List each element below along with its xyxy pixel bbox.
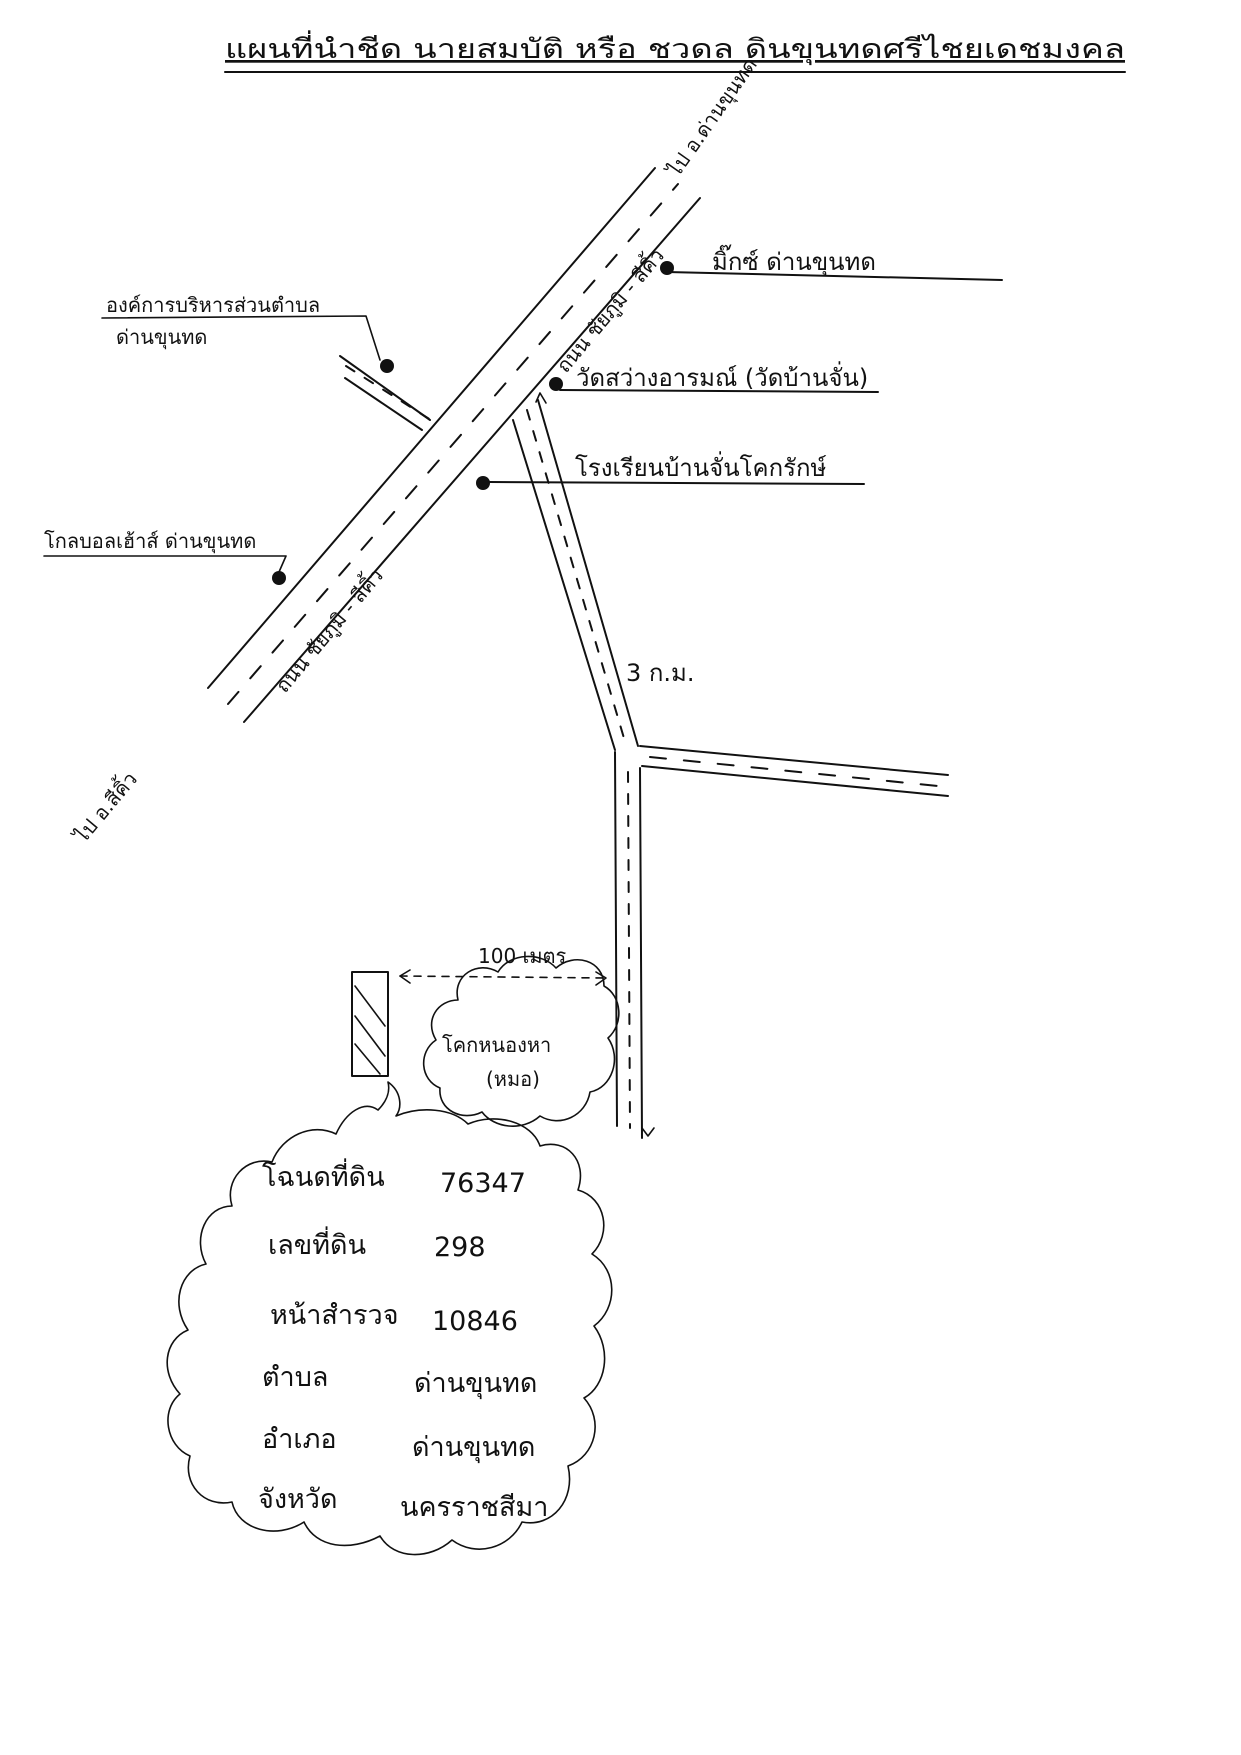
label-road-lower: ถนน ชัยภูมิ - สีคิ้ว — [269, 562, 389, 697]
pond-label-line1: โคกหนองหา — [442, 1033, 551, 1057]
landmark-sao-label-line1: องค์การบริหารส่วนตำบล — [106, 293, 320, 317]
landmark-sao: องค์การบริหารส่วนตำบล ด่านขุนทด — [101, 293, 394, 373]
plot-detail-value: นครราชสีมา — [400, 1492, 548, 1523]
landmark-temple: วัดสว่างอารมณ์ (วัดบ้านจั่น) — [549, 361, 879, 393]
landmark-makro-label: มิ๊กซ์ ด่านขุนทด — [712, 244, 876, 277]
plot-detail-label: ตำบล — [262, 1362, 328, 1393]
plot-detail-value: ด่านขุนทด — [414, 1368, 537, 1400]
label-to-sikhio: ไป อ.สีคิ้ว — [67, 766, 142, 849]
plot-detail-value: 10846 — [432, 1306, 518, 1337]
distance-side-road: 3 ก.ม. — [626, 659, 695, 687]
landmark-marker-dot — [476, 476, 490, 490]
landmark-marker-dot — [380, 359, 394, 373]
east-road — [639, 745, 949, 797]
landmark-marker-dot — [549, 377, 563, 391]
plot-detail-label: เลขที่ดิน — [268, 1226, 366, 1261]
side-road — [512, 392, 639, 751]
landmark-school: โรงเรียนบ้านจั่นโคกรักษ์ — [476, 451, 865, 490]
landmark-lotus: โกลบอลเฮ้าส์ ด่านขุนทด — [43, 529, 287, 585]
plot-detail-value: 76347 — [440, 1168, 526, 1199]
sao-spur-road — [339, 355, 435, 431]
pond-label-line2: (หมอ) — [486, 1067, 540, 1091]
plot-detail-label: หน้าสำรวจ — [270, 1300, 399, 1331]
landmark-marker-dot — [272, 571, 286, 585]
landmark-lotus-label: โกลบอลเฮ้าส์ ด่านขุนทด — [44, 529, 256, 554]
land-plot-marker — [351, 971, 389, 1077]
plot-detail-label: อำเภอ — [262, 1424, 337, 1455]
plot-detail-label: จังหวัด — [258, 1484, 338, 1515]
landmark-makro: มิ๊กซ์ ด่านขุนทด — [660, 244, 1003, 281]
landmark-sao-label-line2: ด่านขุนทด — [116, 325, 207, 350]
landmark-temple-label: วัดสว่างอารมณ์ (วัดบ้านจั่น) — [576, 361, 868, 392]
plot-detail-value: ด่านขุนทด — [412, 1432, 535, 1464]
pond-area: โคกหนองหา (หมอ) — [422, 955, 620, 1127]
south-road — [614, 751, 655, 1139]
landmark-school-label: โรงเรียนบ้านจั่นโคกรักษ์ — [575, 451, 827, 482]
plot-detail-label: โฉนดที่ดิน — [262, 1158, 385, 1193]
main-highway — [207, 167, 701, 723]
map-title: แผนที่นำชีด นายสมบัติ หรือ ชวดล ดินขุนทด… — [225, 30, 1125, 66]
plot-details-callout: โฉนดที่ดิน 76347 เลขที่ดิน 298 หน้าสำรวจ… — [166, 1081, 613, 1556]
plot-detail-value: 298 — [434, 1232, 486, 1263]
